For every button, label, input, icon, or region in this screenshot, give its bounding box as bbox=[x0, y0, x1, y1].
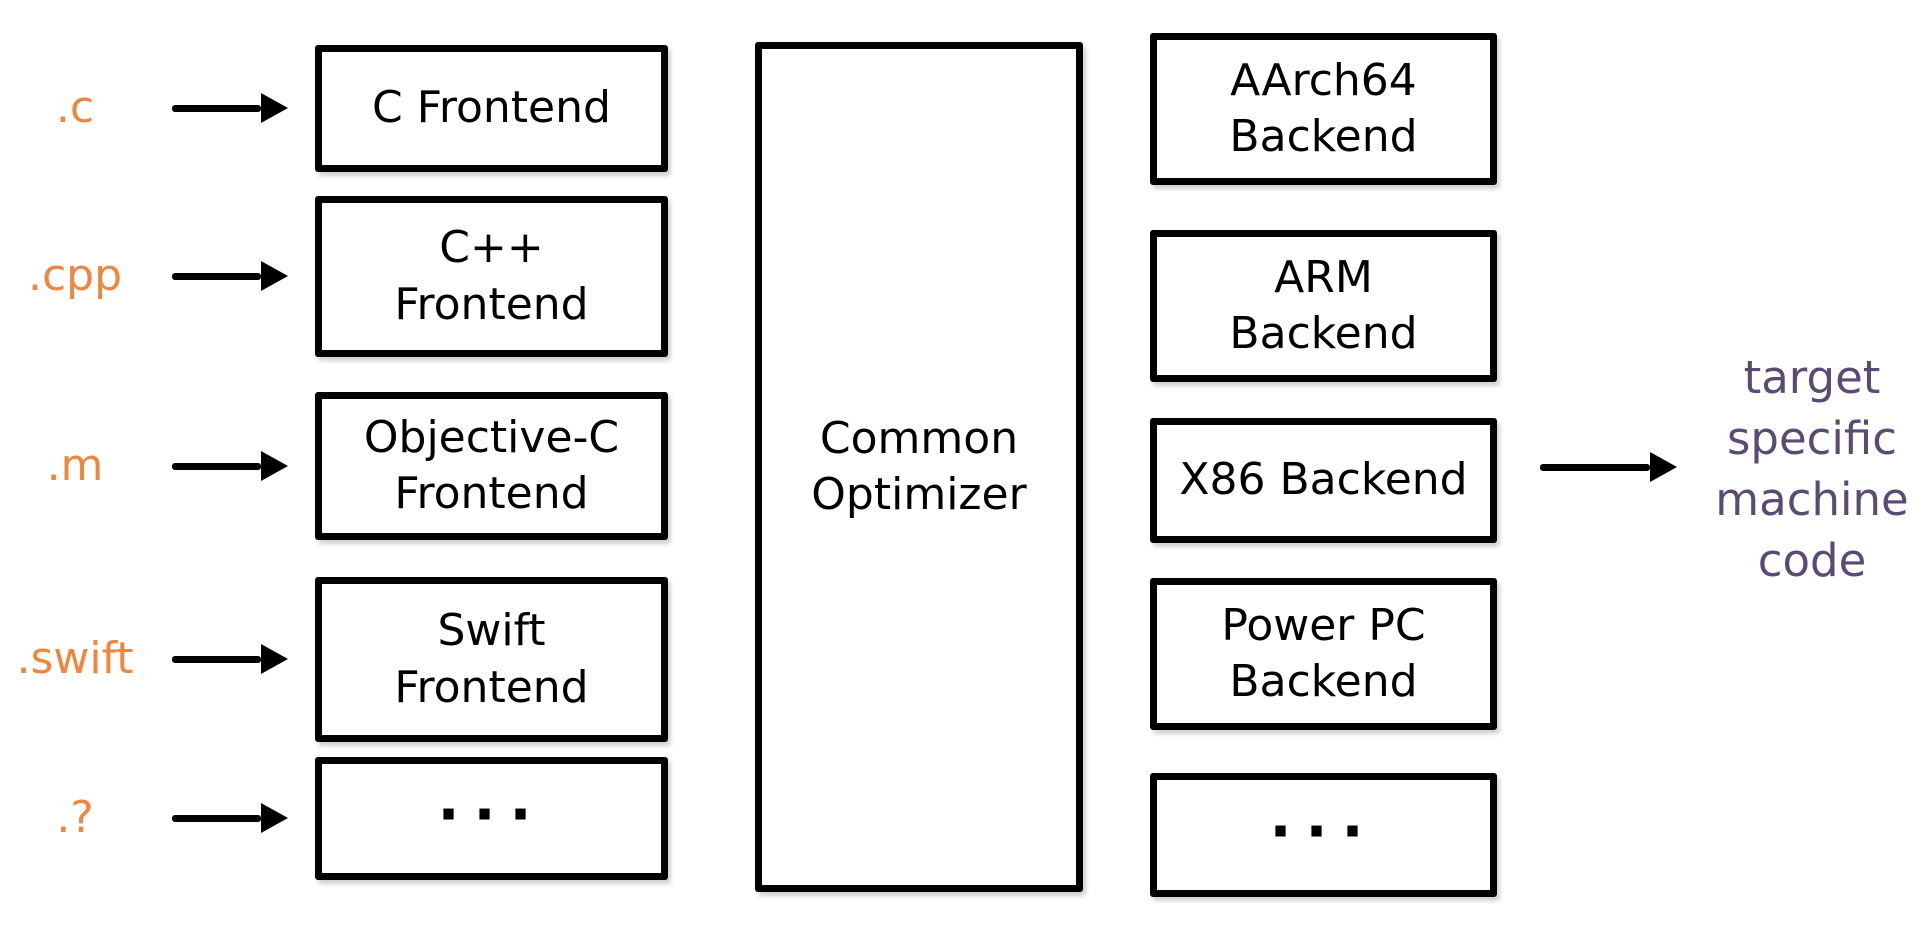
source-label-swift: .swift bbox=[16, 633, 134, 684]
box-label: ARM Backend bbox=[1229, 251, 1418, 359]
arrow-shaft bbox=[172, 814, 261, 822]
box-label: Power PC Backend bbox=[1221, 599, 1426, 707]
arrow-head-icon bbox=[261, 261, 288, 291]
swift-frontend-box: Swift Frontend bbox=[315, 577, 668, 742]
source-label-cpp: .cpp bbox=[27, 250, 123, 301]
objc-frontend-box: Objective-C Frontend bbox=[315, 392, 668, 540]
arrow-shaft bbox=[1540, 463, 1650, 471]
input-arrow-icon bbox=[172, 803, 288, 833]
arrow-shaft bbox=[172, 272, 261, 280]
source-label-m: .m bbox=[46, 440, 104, 491]
arm-backend-box: ARM Backend bbox=[1150, 230, 1497, 382]
arrow-shaft bbox=[172, 462, 261, 470]
cpp-frontend-box: C++ Frontend bbox=[315, 196, 668, 357]
other-frontend-box: ... bbox=[315, 757, 668, 880]
box-label: C++ Frontend bbox=[394, 222, 589, 330]
input-arrow-icon bbox=[172, 644, 288, 674]
arrow-head-icon bbox=[261, 93, 288, 123]
box-label: ... bbox=[1269, 782, 1378, 851]
box-label: Objective-C Frontend bbox=[363, 411, 620, 519]
arrow-head-icon bbox=[261, 451, 288, 481]
other-backend-box: ... bbox=[1150, 773, 1497, 897]
output-label: target specific machine code bbox=[1715, 351, 1909, 587]
x86-backend-box: X86 Backend bbox=[1150, 418, 1497, 543]
input-arrow-icon bbox=[172, 451, 288, 481]
arrow-head-icon bbox=[261, 803, 288, 833]
output-arrow-icon bbox=[1540, 452, 1677, 482]
common-optimizer-box: Common Optimizer bbox=[755, 42, 1083, 892]
input-arrow-icon bbox=[172, 93, 288, 123]
box-label: ... bbox=[437, 765, 546, 834]
c-frontend-box: C Frontend bbox=[315, 45, 668, 172]
box-label: X86 Backend bbox=[1179, 454, 1468, 506]
powerpc-backend-box: Power PC Backend bbox=[1150, 578, 1497, 730]
aarch64-backend-box: AArch64 Backend bbox=[1150, 33, 1497, 185]
arrow-head-icon bbox=[261, 644, 288, 674]
box-label: Swift Frontend bbox=[394, 605, 589, 713]
arrow-shaft bbox=[172, 104, 261, 112]
source-label-c: .c bbox=[55, 82, 95, 133]
box-label: Common Optimizer bbox=[811, 412, 1027, 520]
input-arrow-icon bbox=[172, 261, 288, 291]
source-label-unknown: .? bbox=[56, 792, 94, 843]
arrow-head-icon bbox=[1650, 452, 1677, 482]
box-label: C Frontend bbox=[372, 82, 611, 134]
box-label: AArch64 Backend bbox=[1229, 54, 1418, 162]
arrow-shaft bbox=[172, 655, 261, 663]
